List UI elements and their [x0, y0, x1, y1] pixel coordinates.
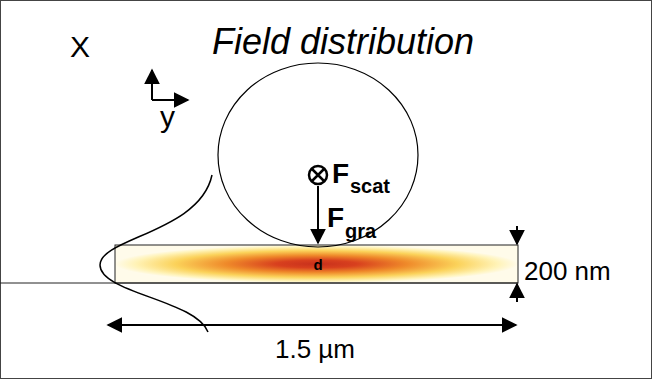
axis-label: y [160, 102, 175, 132]
force-subscript: scat [350, 176, 390, 196]
axis-arrow [151, 70, 153, 100]
gap-label: d [313, 257, 322, 272]
force-label: F [327, 204, 344, 232]
axis-label: X [70, 32, 90, 62]
force-label: F [332, 160, 349, 188]
dimension-label: 200 nm [524, 258, 611, 284]
force-subscript: gra [345, 221, 376, 241]
particle [218, 63, 418, 247]
substrate-line [0, 283, 518, 284]
dimension-arrow [108, 324, 516, 326]
axis-arrow [152, 99, 188, 101]
dimension-arrow [516, 284, 518, 302]
dimension-label: 1.5 µm [275, 336, 355, 362]
into-page-symbol [309, 166, 327, 184]
dimension-arrow [516, 226, 518, 244]
force-arrow [317, 186, 319, 243]
waveguide [115, 245, 518, 283]
figure-title: Field distribution [212, 24, 474, 60]
field-profile [100, 175, 212, 332]
into-page-symbol [312, 169, 324, 181]
